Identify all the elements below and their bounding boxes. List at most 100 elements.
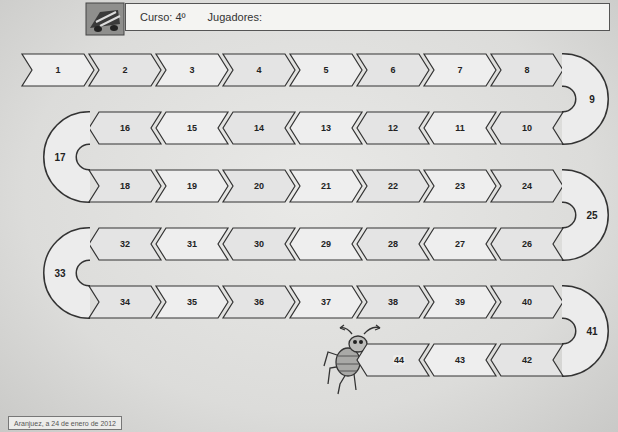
square-number: 34	[120, 297, 130, 307]
square-number: 41	[586, 326, 597, 337]
board-square: 11	[424, 112, 496, 144]
board-square: 21	[290, 170, 362, 202]
board-square: 43	[424, 344, 496, 376]
board-square: 14	[223, 112, 295, 144]
square-number: 40	[522, 297, 532, 307]
board-square: 28	[357, 228, 429, 260]
board-square: 23	[424, 170, 496, 202]
square-number: 38	[388, 297, 398, 307]
square-number: 2	[122, 65, 127, 75]
square-number: 25	[586, 210, 597, 221]
square-number: 15	[187, 123, 197, 133]
square-number: 31	[187, 239, 197, 249]
board-square: 3	[156, 54, 228, 86]
square-number: 21	[321, 181, 331, 191]
board-square: 5	[290, 54, 362, 86]
square-number: 18	[120, 181, 130, 191]
square-number: 30	[254, 239, 264, 249]
chevron-outline	[223, 228, 295, 260]
board-square: 8	[491, 54, 563, 86]
chevron-outline	[491, 54, 563, 86]
board-square: 19	[156, 170, 228, 202]
square-number: 10	[522, 123, 532, 133]
chevron-outline	[223, 54, 295, 86]
chevron-outline	[357, 54, 429, 86]
chevron-outline	[290, 286, 362, 318]
board-square: 22	[357, 170, 429, 202]
chevron-outline	[424, 228, 496, 260]
chevron-outline	[424, 344, 496, 376]
header-box: Curso: 4º Jugadores:	[125, 3, 610, 31]
chevron-outline	[223, 170, 295, 202]
footer-box: Aranjuez, a 24 de enero de 2012	[8, 416, 122, 430]
board-square: 1	[22, 54, 94, 86]
footer-text: Aranjuez, a 24 de enero de 2012	[14, 420, 116, 427]
board-square: 4	[223, 54, 295, 86]
square-number: 42	[522, 355, 532, 365]
bend-square: 41	[563, 284, 613, 378]
header-text: Curso: 4º	[140, 11, 186, 23]
chevron-outline	[290, 228, 362, 260]
square-number: 16	[120, 123, 130, 133]
chevron-outline	[491, 112, 563, 144]
chevron-outline	[424, 170, 496, 202]
square-number: 19	[187, 181, 197, 191]
chevron-outline	[290, 170, 362, 202]
header-text: Jugadores:	[208, 11, 262, 23]
square-number: 12	[388, 123, 398, 133]
board-square: 31	[156, 228, 228, 260]
square-number: 13	[321, 123, 331, 133]
board-square: 12	[357, 112, 429, 144]
board-square: 29	[290, 228, 362, 260]
board-square: 7	[424, 54, 496, 86]
chevron-outline	[491, 228, 563, 260]
chevron-outline	[491, 344, 563, 376]
chevron-outline	[89, 54, 161, 86]
square-number: 22	[388, 181, 398, 191]
chevron-outline	[290, 112, 362, 144]
chevron-outline	[424, 112, 496, 144]
chevron-outline	[357, 228, 429, 260]
board-square: 30	[223, 228, 295, 260]
board-square: 34	[89, 286, 161, 318]
board-square: 42	[491, 344, 563, 376]
board-square: 26	[491, 228, 563, 260]
board-square: 36	[223, 286, 295, 318]
board-square: 20	[223, 170, 295, 202]
bend-square: 9	[563, 52, 613, 146]
chevron-outline	[357, 286, 429, 318]
square-number: 35	[187, 297, 197, 307]
square-number: 14	[254, 123, 264, 133]
chevron-outline	[223, 286, 295, 318]
board-square: 27	[424, 228, 496, 260]
square-number: 17	[54, 152, 65, 163]
bend-square: 17	[39, 110, 89, 204]
board-square: 37	[290, 286, 362, 318]
chevron-outline	[156, 228, 228, 260]
square-number: 43	[455, 355, 465, 365]
chevron-outline	[424, 54, 496, 86]
square-number: 36	[254, 297, 264, 307]
chevron-outline	[156, 54, 228, 86]
square-number: 11	[455, 123, 465, 133]
square-number: 1	[55, 65, 60, 75]
chevron-outline	[491, 286, 563, 318]
chevron-outline	[89, 286, 161, 318]
bend-shape	[563, 52, 613, 146]
chevron-outline	[156, 112, 228, 144]
square-number: 33	[54, 268, 65, 279]
chevron-outline	[424, 286, 496, 318]
chevron-outline	[89, 228, 161, 260]
square-number: 28	[388, 239, 398, 249]
board-square: 44	[357, 344, 429, 376]
chevron-outline	[89, 170, 161, 202]
bend-border	[562, 70, 592, 128]
square-number: 23	[455, 181, 465, 191]
square-number: 26	[522, 239, 532, 249]
chevron-outline	[223, 112, 295, 144]
board-square: 10	[491, 112, 563, 144]
square-number: 37	[321, 297, 331, 307]
board-square: 18	[89, 170, 161, 202]
bend-square: 33	[39, 226, 89, 320]
square-number: 3	[189, 65, 194, 75]
